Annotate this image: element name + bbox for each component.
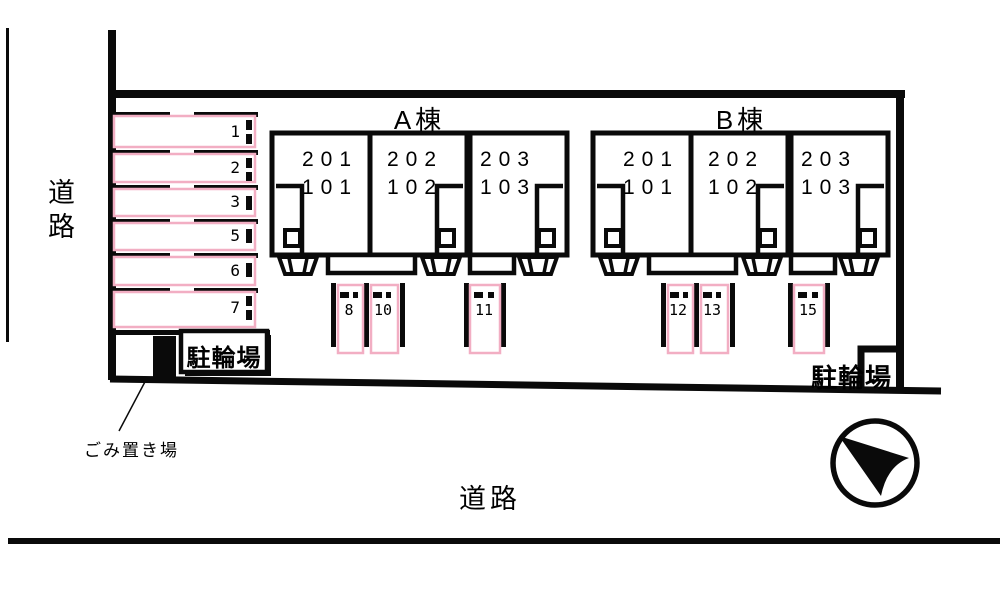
- unit-b-203: 203: [800, 148, 858, 171]
- unit-b-102: 102: [707, 176, 765, 199]
- road-edge-bottom-line: [8, 538, 1000, 544]
- unit-b-202: 202: [707, 148, 765, 171]
- stall-10-label: 10: [373, 301, 393, 319]
- north-arrow-compass: [830, 418, 920, 508]
- bicycle-parking-left-label: 駐輪場: [186, 345, 262, 372]
- bicycle-parking-right-walls: [857, 345, 896, 389]
- building-a-title: A棟: [393, 105, 446, 135]
- parking-row-5-label: 5: [230, 226, 240, 245]
- unit-b-103: 103: [800, 176, 858, 199]
- stall-12-label: 12: [668, 301, 688, 319]
- garbage-area-block: [153, 336, 176, 379]
- garbage-area-label: ごみ置き場: [84, 441, 179, 460]
- unit-a-201: 201: [301, 148, 359, 171]
- parking-row-7-label: 7: [230, 298, 240, 317]
- unit-a-103: 103: [479, 176, 537, 199]
- stall-15-label: 15: [798, 301, 818, 319]
- road-label-left: 道路: [44, 178, 74, 246]
- unit-b-101: 101: [622, 176, 680, 199]
- parking-row-6-label: 6: [230, 261, 240, 280]
- property-boundary: [108, 30, 942, 395]
- garbage-pointer-line: [118, 377, 148, 432]
- road-edge-left-line: [6, 28, 9, 342]
- unit-b-201: 201: [622, 148, 680, 171]
- bicycle-parking-left-box: [178, 328, 271, 376]
- road-label-bottom: 道路: [459, 484, 521, 514]
- unit-a-101: 101: [301, 176, 359, 199]
- stall-13-label: 13: [702, 301, 722, 319]
- parking-row-1-label: 1: [230, 122, 240, 141]
- unit-a-102: 102: [386, 176, 444, 199]
- unit-a-203: 203: [479, 148, 537, 171]
- stall-11-label: 11: [474, 301, 494, 319]
- parking-left-column: [112, 112, 270, 335]
- unit-a-202: 202: [386, 148, 444, 171]
- bicycle-parking-right-label: 駐輪場: [810, 363, 892, 393]
- stall-8-label: 8: [344, 301, 354, 319]
- building-b-title: B棟: [715, 105, 768, 135]
- parking-row-3-label: 3: [230, 192, 240, 211]
- parking-row-2-label: 2: [230, 158, 240, 177]
